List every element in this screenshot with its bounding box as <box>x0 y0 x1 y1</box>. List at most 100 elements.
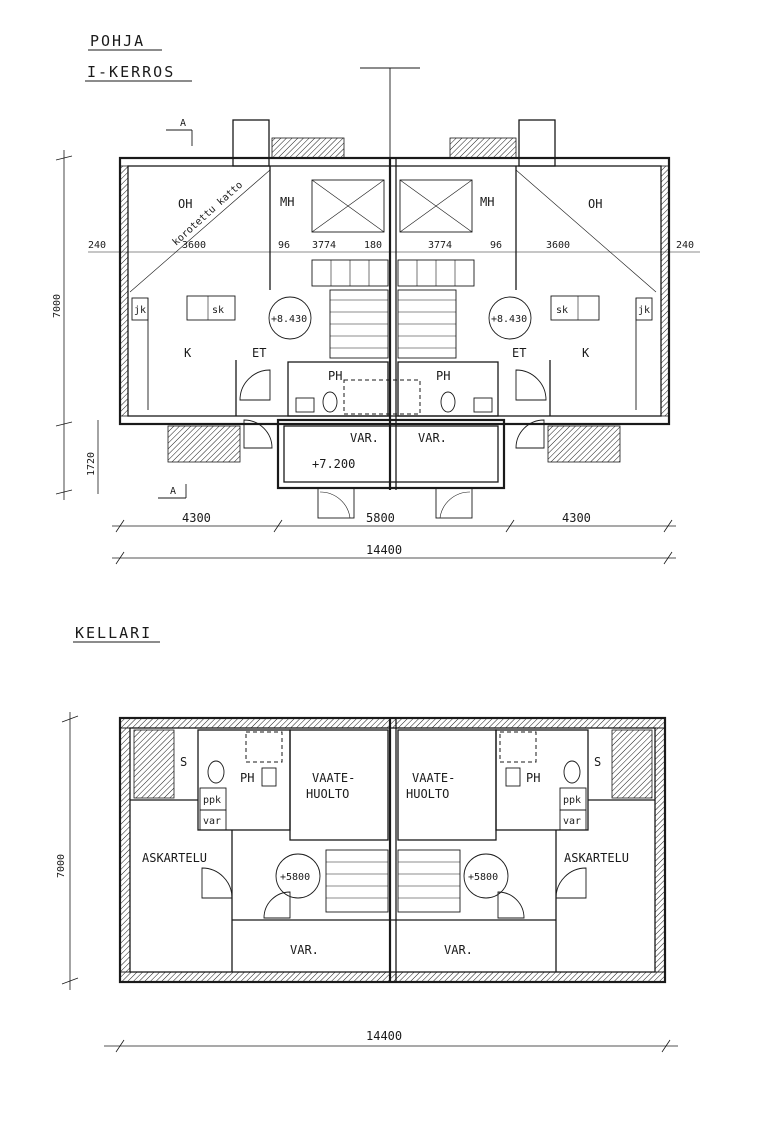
sauna-bench-right <box>611 729 653 799</box>
sink-left <box>295 397 315 413</box>
chimney-left <box>232 119 270 167</box>
label-ph-right: PH <box>436 369 450 383</box>
bsmt-level-left: +5800 <box>280 872 310 883</box>
ph-room-left <box>287 361 389 417</box>
vdim-tick-2 <box>55 421 73 427</box>
hdim-5800: 5800 <box>366 511 395 525</box>
bsmt-sink-right <box>505 767 521 787</box>
label-ph-left: PH <box>328 369 342 383</box>
bsmt-label-ppk-right: ppk <box>563 795 581 806</box>
bsmt-stair-treads <box>326 861 460 899</box>
vaatehuolto-left <box>289 729 389 841</box>
bottom-box-right <box>435 487 473 519</box>
idim-3: 3774 <box>312 240 336 251</box>
basement-plan: S S PH PH ppk ppk var var VAATE- HUOLTO … <box>56 712 678 1053</box>
skylight-left-x2 <box>311 179 385 233</box>
bsmt-label-vaate-left-1: VAATE- <box>312 771 355 785</box>
total-dim-tick-2 <box>663 551 673 565</box>
var-strip <box>276 418 506 490</box>
ph-shower-dashed <box>343 379 421 415</box>
steps-left <box>167 425 241 463</box>
label-jk-left: jk <box>134 305 146 316</box>
bsmt-label-askartelu-right: ASKARTELU <box>564 851 629 865</box>
bsmt-label-var-left: VAR. <box>290 943 319 957</box>
door-swing-et-right <box>515 369 547 401</box>
bsmt-label-ppk-left: ppk <box>203 795 221 806</box>
bsmt-hatch-right <box>654 727 666 973</box>
idim-0: 240 <box>88 240 106 251</box>
balcony-top-left <box>271 137 345 159</box>
bsmt-label-s-right: S <box>594 755 601 769</box>
bsmt-ph-right <box>495 729 589 831</box>
balcony-top-right <box>449 137 517 159</box>
ph-room-right <box>397 361 499 417</box>
label-et-left: ET <box>252 346 266 360</box>
title-kellari: KELLARI <box>75 624 152 642</box>
door-swing-bottom-left <box>319 491 351 519</box>
title-i-kerros: I-KERROS <box>87 63 175 81</box>
label-oh-right: OH <box>588 197 602 211</box>
bsmt-total-dim: 14400 <box>366 1029 402 1043</box>
bsmt-label-ph-left: PH <box>240 771 254 785</box>
bsmt-sink-left <box>261 767 277 787</box>
label-mh-right: MH <box>480 195 494 209</box>
bsmt-door-right <box>555 867 587 899</box>
titles: POHJA I-KERROS KELLARI <box>73 32 192 643</box>
bsmt-label-s-left: S <box>180 755 187 769</box>
hdim-tick-1 <box>115 519 125 533</box>
hdim-tick-2 <box>273 519 283 533</box>
section-mark-bottom: A <box>170 486 176 497</box>
hdim-4300-left: 4300 <box>182 511 211 525</box>
idim-4: 180 <box>364 240 382 251</box>
hdim-4300-right: 4300 <box>562 511 591 525</box>
left-wall-hatch <box>119 165 129 417</box>
bsmt-shower-right <box>499 731 537 763</box>
bsmt-label-vaate-left-2: HUOLTO <box>306 787 349 801</box>
bsmt-level-right: +5800 <box>468 872 498 883</box>
vaatehuolto-right <box>397 729 497 841</box>
vdim-1720: 1720 <box>86 452 97 476</box>
bsmt-vdim-tick-1 <box>61 715 79 723</box>
toilet-left <box>322 391 338 413</box>
bsmt-label-var-small-left: var <box>203 816 221 827</box>
sk-box-right <box>550 295 600 321</box>
sink-right <box>473 397 493 413</box>
bsmt-label-var-right: VAR. <box>444 943 473 957</box>
vdim-7000: 7000 <box>52 294 63 318</box>
idim-7: 3600 <box>546 240 570 251</box>
door-swing-entry-right <box>515 419 545 449</box>
section-mark-top: A <box>180 118 186 129</box>
var-box-right <box>559 809 587 831</box>
right-wall-hatch <box>660 165 670 417</box>
bsmt-hatch-bottom <box>119 971 666 983</box>
label-sk-left: sk <box>212 305 224 316</box>
idim-6: 96 <box>490 240 502 251</box>
bsmt-vdim-tick-2 <box>61 977 79 985</box>
bsmt-stairs-left <box>325 849 389 913</box>
chimney-right <box>518 119 556 167</box>
label-mh-left: MH <box>280 195 294 209</box>
hdim-tick-4 <box>663 519 673 533</box>
title-pohja: POHJA <box>90 32 145 50</box>
bsmt-shower-left <box>245 731 283 763</box>
vdim-tick-1 <box>55 155 73 161</box>
door-swing-et-left <box>239 369 271 401</box>
door-swing-bottom-right <box>439 491 471 519</box>
idim-5: 3774 <box>428 240 452 251</box>
bsmt-label-askartelu-left: ASKARTELU <box>142 851 207 865</box>
label-oh-left: OH <box>178 197 192 211</box>
skylight-right-x2 <box>399 179 473 233</box>
roof-diag-left <box>129 169 271 293</box>
sauna-bench-left <box>133 729 175 799</box>
skylight-right <box>399 179 473 233</box>
label-k-right: K <box>582 346 590 360</box>
bsmt-outer-wall <box>118 716 667 984</box>
bsmt-label-vaate-right-2: HUOLTO <box>406 787 449 801</box>
level-circle-left <box>268 296 312 340</box>
label-sk-right: sk <box>556 305 568 316</box>
level-circle-right <box>488 296 532 340</box>
var-box-left <box>199 809 227 831</box>
bsmt-vdim-7000: 7000 <box>56 854 67 878</box>
level-left: +8.430 <box>271 314 307 325</box>
